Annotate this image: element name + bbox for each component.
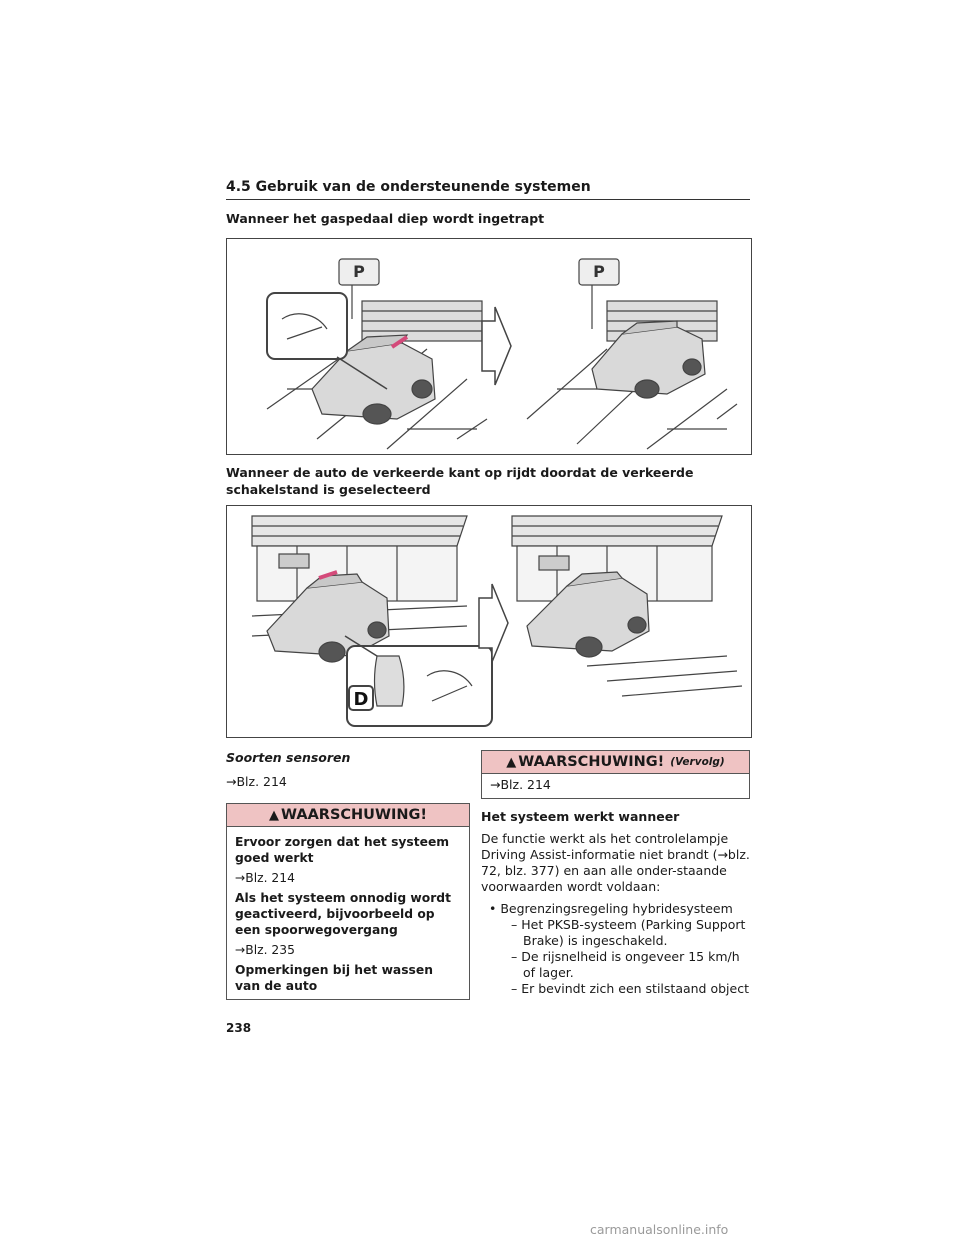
condition-dash-item: – Er bevindt zich een stilstaand object [511,981,749,996]
warning-triangle-icon: ▲ [506,754,517,770]
right-column: ▲ WAARSCHUWING! (Vervolg) →Blz. 214 Het … [481,750,750,997]
warning-continued-title: WAARSCHUWING! [518,754,665,770]
left-column: Soorten sensoren →Blz. 214 ▲ WAARSCHUWIN… [226,750,470,1000]
shift-position-label: D [354,689,369,710]
system-works-text: De functie werkt als het controlelampje … [481,831,750,894]
section-divider [226,199,750,200]
warning-body: Ervoor zorgen dat het systeem goed werkt… [227,827,469,999]
wrong-gear-illustration: D [251,515,743,727]
condition-dash-item: – De rijsnelheid is ongeveer 15 km/h of … [511,949,740,980]
warning-item-heading: Opmerkingen bij het wassen van de auto [235,963,433,993]
warning-continued-body: →Blz. 214 [482,774,749,798]
warning-continued-box: ▲ WAARSCHUWING! (Vervolg) →Blz. 214 [481,750,750,799]
parking-accelerator-illustration: P P [266,258,738,450]
warning-continued-header: ▲ WAARSCHUWING! (Vervolg) [482,751,749,774]
section-title: 4.5 Gebruik van de ondersteunende system… [226,179,591,195]
warning-title: WAARSCHUWING! [281,807,427,823]
warning-header: ▲ WAARSCHUWING! [227,804,469,827]
sensor-types-heading: Soorten sensoren [226,750,351,765]
parking-sign-right: P [593,262,605,281]
continued-label: (Vervolg) [670,756,725,768]
condition-dash-item: – Het PKSB-systeem (Parking Support Brak… [511,917,746,948]
sensor-types-ref: →Blz. 214 [226,774,287,789]
warning-item-ref: →Blz. 214 [235,871,295,885]
condition-bullet: • Begrenzingsregeling hybridesysteem [489,901,733,916]
warning-item-heading: Als het systeem onnodig wordt geactiveer… [235,891,451,937]
warning-box: ▲ WAARSCHUWING! Ervoor zorgen dat het sy… [226,803,470,1000]
warning-triangle-icon: ▲ [269,807,279,823]
figure2-illustration: D [226,505,752,738]
page-number: 238 [226,1021,252,1035]
figure1-heading: Wanneer het gaspedaal diep wordt ingetra… [226,211,545,226]
system-works-heading: Het systeem werkt wanneer [481,809,680,824]
watermark: carmanualsonline.info [590,1222,729,1237]
figure1-illustration: P P [226,238,752,455]
warning-item-heading: Ervoor zorgen dat het systeem goed werkt [235,835,450,865]
warning-item-ref: →Blz. 235 [235,943,295,957]
warning-continued-ref: →Blz. 214 [490,777,551,792]
figure2-heading: Wanneer de auto de verkeerde kant op rij… [226,465,694,497]
parking-sign-left: P [353,262,365,281]
